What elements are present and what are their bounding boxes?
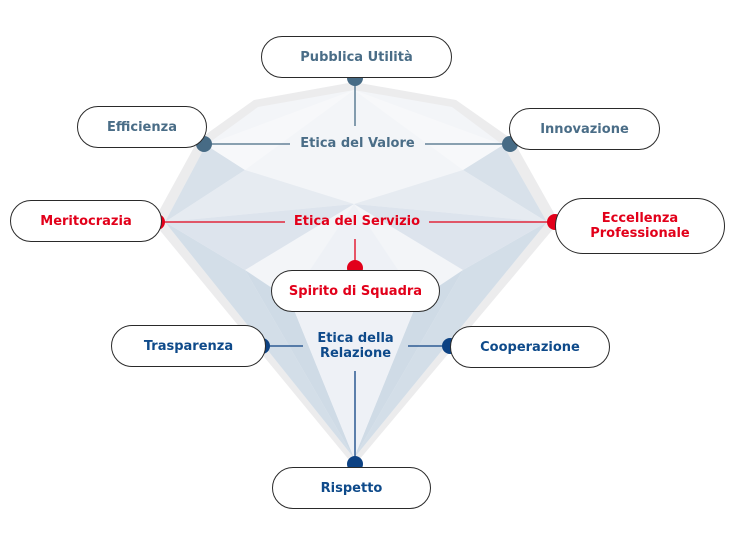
node-trasparenza: Trasparenza — [111, 325, 266, 367]
diamond-facet — [354, 204, 547, 270]
node-label: Meritocrazia — [40, 213, 132, 229]
diamond-facet — [165, 170, 354, 222]
diamond-facet — [245, 270, 354, 458]
node-cooperazione: Cooperazione — [450, 326, 610, 368]
group-title-line: Etica della — [317, 331, 394, 346]
group-title-etica-valore: Etica del Valore — [300, 136, 415, 151]
group-title-etica-relazione: Etica della Relazione — [303, 331, 408, 361]
node-label: Pubblica Utilità — [300, 49, 413, 65]
node-innovazione: Innovazione — [509, 108, 660, 150]
diamond-facet — [354, 170, 547, 222]
node-label: Trasparenza — [143, 338, 234, 354]
node-label-line: Eccellenza — [601, 211, 679, 226]
node-label: Efficienza — [107, 119, 177, 135]
diamond-facet — [165, 145, 245, 222]
diamond-facet — [354, 270, 463, 458]
diamond-facet — [165, 204, 354, 270]
node-label-line: Professionale — [590, 226, 690, 241]
node-label: Rispetto — [320, 480, 383, 496]
diamond-facet — [290, 204, 418, 458]
node-spirito-di-squadra: Spirito di Squadra — [271, 270, 440, 312]
node-pubblica-utilita: Pubblica Utilità — [261, 36, 452, 78]
node-meritocrazia: Meritocrazia — [10, 200, 162, 242]
node-efficienza: Efficienza — [77, 106, 207, 148]
diamond-facet — [354, 90, 503, 170]
group-title-line: Relazione — [319, 346, 392, 361]
node-label: Cooperazione — [480, 339, 580, 355]
group-title-etica-servizio: Etica del Servizio — [293, 214, 421, 229]
node-rispetto: Rispetto — [272, 467, 431, 509]
diamond-facet — [206, 90, 354, 170]
node-label: Innovazione — [540, 121, 629, 137]
diamond-facet — [463, 145, 547, 222]
node-label: Spirito di Squadra — [288, 283, 423, 299]
